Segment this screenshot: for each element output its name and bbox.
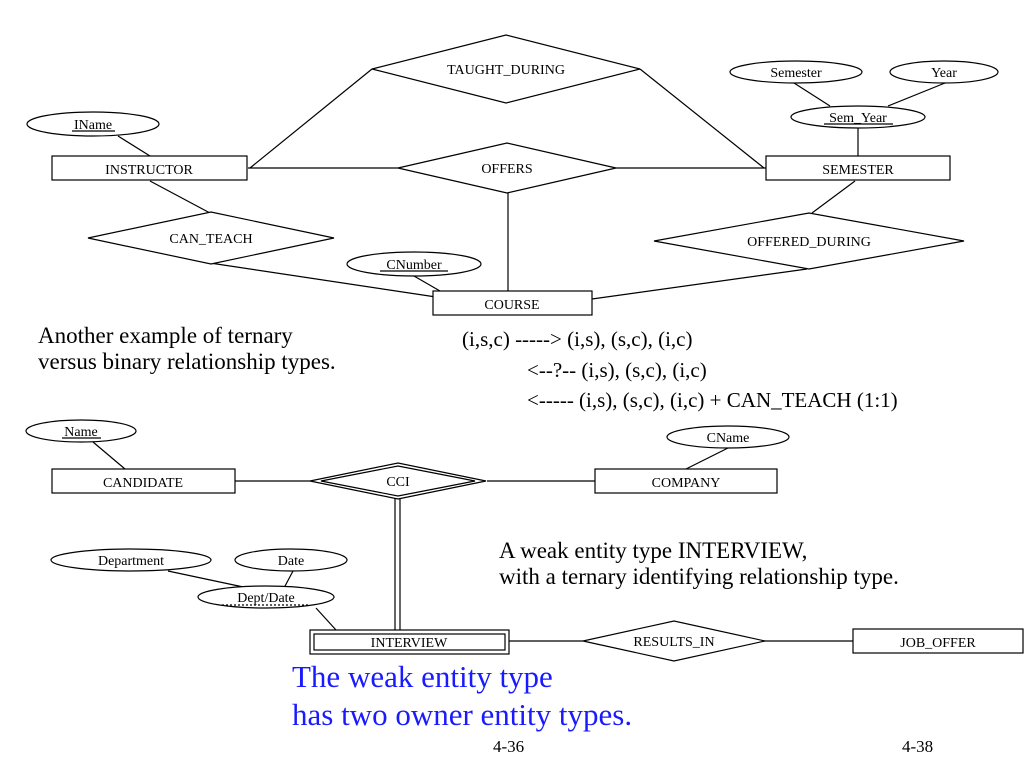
- weak-entity-interview-label: INTERVIEW: [371, 636, 448, 651]
- attribute-year-label: Year: [931, 66, 957, 81]
- caption-top-line-2: versus binary relationship types.: [38, 349, 336, 374]
- attribute-date-label: Date: [278, 554, 304, 569]
- relationship-can-teach-label: CAN_TEACH: [169, 232, 252, 247]
- attribute-name: Name: [25, 419, 137, 443]
- blue-caption: The weak entity type has two owner entit…: [292, 658, 632, 734]
- attribute-name-label: Name: [64, 425, 97, 440]
- entity-candidate: CANDIDATE: [51, 468, 236, 494]
- relationship-results-in-label: RESULTS_IN: [633, 635, 714, 650]
- relationship-offers: OFFERS: [397, 142, 617, 194]
- attribute-year: Year: [889, 60, 999, 84]
- entity-course: COURSE: [432, 290, 593, 316]
- relationship-can-teach: CAN_TEACH: [87, 211, 335, 265]
- attribute-department-label: Department: [98, 554, 164, 569]
- relationship-taught-during-label: TAUGHT_DURING: [447, 63, 565, 78]
- attribute-cname-label: CName: [707, 431, 750, 446]
- relationship-taught-during: TAUGHT_DURING: [371, 34, 641, 104]
- page-number-right: 4-38: [902, 737, 934, 756]
- caption-top: Another example of ternary versus binary…: [38, 323, 336, 375]
- attribute-iname: IName: [26, 111, 160, 137]
- attribute-cnumber: CNumber: [346, 251, 482, 277]
- entity-instructor: INSTRUCTOR: [51, 155, 248, 181]
- attribute-cname: CName: [666, 425, 790, 449]
- notes-line-3: <----- (i,s), (s,c), (i,c) + CAN_TEACH (…: [527, 388, 898, 412]
- caption-top-line-1: Another example of ternary: [38, 323, 293, 348]
- attribute-dept-date: Dept/Date: [197, 585, 335, 609]
- caption-bottom: A weak entity type INTERVIEW, with a ter…: [499, 538, 899, 590]
- blue-caption-line-2: has two owner entity types.: [292, 697, 633, 732]
- identifying-relationship-cci: CCI: [309, 462, 487, 500]
- relationship-offered-during: OFFERED_DURING: [653, 212, 965, 270]
- entity-semester-label: SEMESTER: [822, 163, 894, 178]
- bottom-connectors: [92, 441, 853, 642]
- attribute-cnumber-label: CNumber: [386, 258, 442, 273]
- attribute-iname-label: IName: [74, 118, 112, 133]
- blue-caption-line-1: The weak entity type: [292, 659, 553, 694]
- relationship-results-in: RESULTS_IN: [582, 620, 766, 662]
- entity-company: COMPANY: [594, 468, 778, 494]
- notes-line-1: (i,s,c) -----> (i,s), (s,c), (i,c): [462, 327, 693, 351]
- attribute-sem-year: Sem_Year: [790, 105, 926, 129]
- top-connectors: [117, 68, 946, 300]
- relationship-offers-label: OFFERS: [481, 162, 532, 177]
- attribute-date: Date: [234, 548, 348, 572]
- weak-entity-interview: INTERVIEW: [309, 629, 510, 655]
- attribute-sem-year-label: Sem_Year: [829, 111, 887, 126]
- entity-company-label: COMPANY: [652, 476, 721, 491]
- attribute-dept-date-label: Dept/Date: [237, 591, 295, 606]
- page-number-left: 4-36: [493, 737, 525, 756]
- entity-job-offer-label: JOB_OFFER: [900, 636, 976, 651]
- notes-line-2: <--?-- (i,s), (s,c), (i,c): [527, 358, 707, 382]
- relationship-offered-during-label: OFFERED_DURING: [747, 235, 871, 250]
- entity-semester: SEMESTER: [765, 155, 951, 181]
- caption-bottom-line-1: A weak entity type INTERVIEW,: [499, 538, 808, 563]
- entity-job-offer: JOB_OFFER: [852, 628, 1024, 654]
- attribute-department: Department: [50, 548, 212, 572]
- attribute-semester: Semester: [729, 60, 863, 84]
- relationship-cci-label: CCI: [386, 475, 410, 490]
- attribute-semester-label: Semester: [770, 66, 822, 81]
- entity-instructor-label: INSTRUCTOR: [105, 163, 193, 178]
- caption-bottom-line-2: with a ternary identifying relationship …: [499, 564, 899, 589]
- entity-course-label: COURSE: [484, 298, 539, 313]
- entity-candidate-label: CANDIDATE: [103, 476, 183, 491]
